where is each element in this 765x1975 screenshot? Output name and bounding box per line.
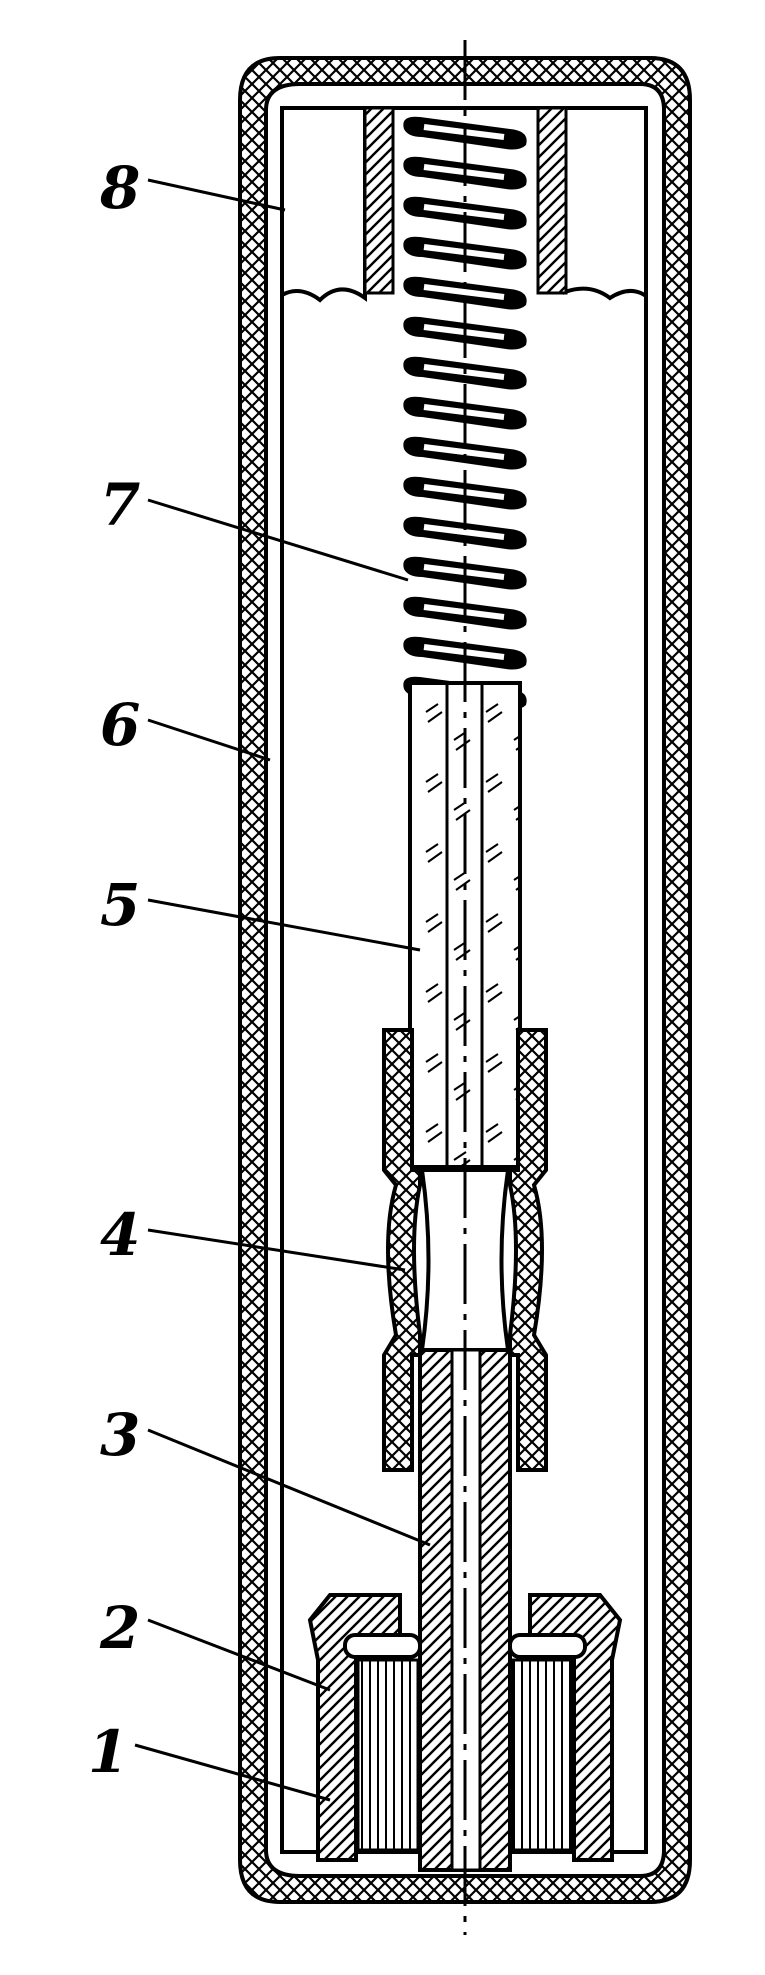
outer-casing <box>238 56 692 1904</box>
leader-7 <box>147 498 409 582</box>
labels: 8 7 6 5 4 3 2 1 <box>88 154 140 1786</box>
spring-coil-highlight <box>423 284 505 300</box>
spring-coil-highlight <box>423 524 505 540</box>
label-2: 2 <box>99 1594 140 1662</box>
leader-lines <box>134 178 431 1802</box>
leader-2 <box>147 1618 331 1692</box>
label-4: 4 <box>100 1201 140 1269</box>
leader-8 <box>147 178 286 212</box>
end-cap <box>280 106 648 303</box>
leader-4 <box>147 1228 406 1272</box>
leader-5 <box>147 898 421 952</box>
label-6: 6 <box>100 691 140 759</box>
leader-3 <box>147 1428 431 1547</box>
base-fitting <box>307 1593 623 1862</box>
label-8: 8 <box>99 154 140 222</box>
spring-coil-highlight <box>423 444 505 460</box>
label-7: 7 <box>100 471 140 539</box>
leader-1 <box>134 1743 331 1802</box>
label-3: 3 <box>100 1401 140 1469</box>
leader-6 <box>147 718 271 762</box>
label-5: 5 <box>100 871 140 939</box>
label-1: 1 <box>88 1718 128 1786</box>
